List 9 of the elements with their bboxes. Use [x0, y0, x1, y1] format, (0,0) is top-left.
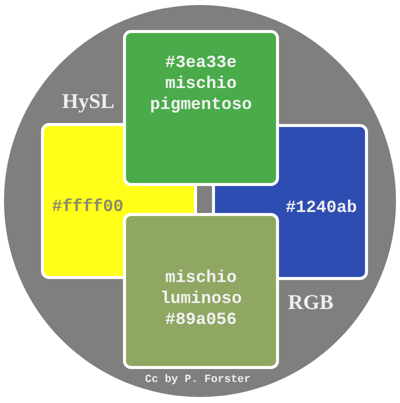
model-label: HySL: [62, 89, 115, 114]
color-swatch-box: [123, 213, 279, 369]
credit-text: Cc by P. Forster: [145, 374, 251, 386]
color-swatch-box: [123, 30, 279, 186]
model-label: RGB: [288, 290, 334, 315]
color-code-text: #1240ab: [286, 198, 357, 218]
color-code-text: #ffff00: [52, 196, 124, 218]
color-code-text: mischio luminoso #89a056: [159, 268, 243, 331]
color-code-text: #3ea33e mischio pigmentoso: [148, 53, 254, 116]
